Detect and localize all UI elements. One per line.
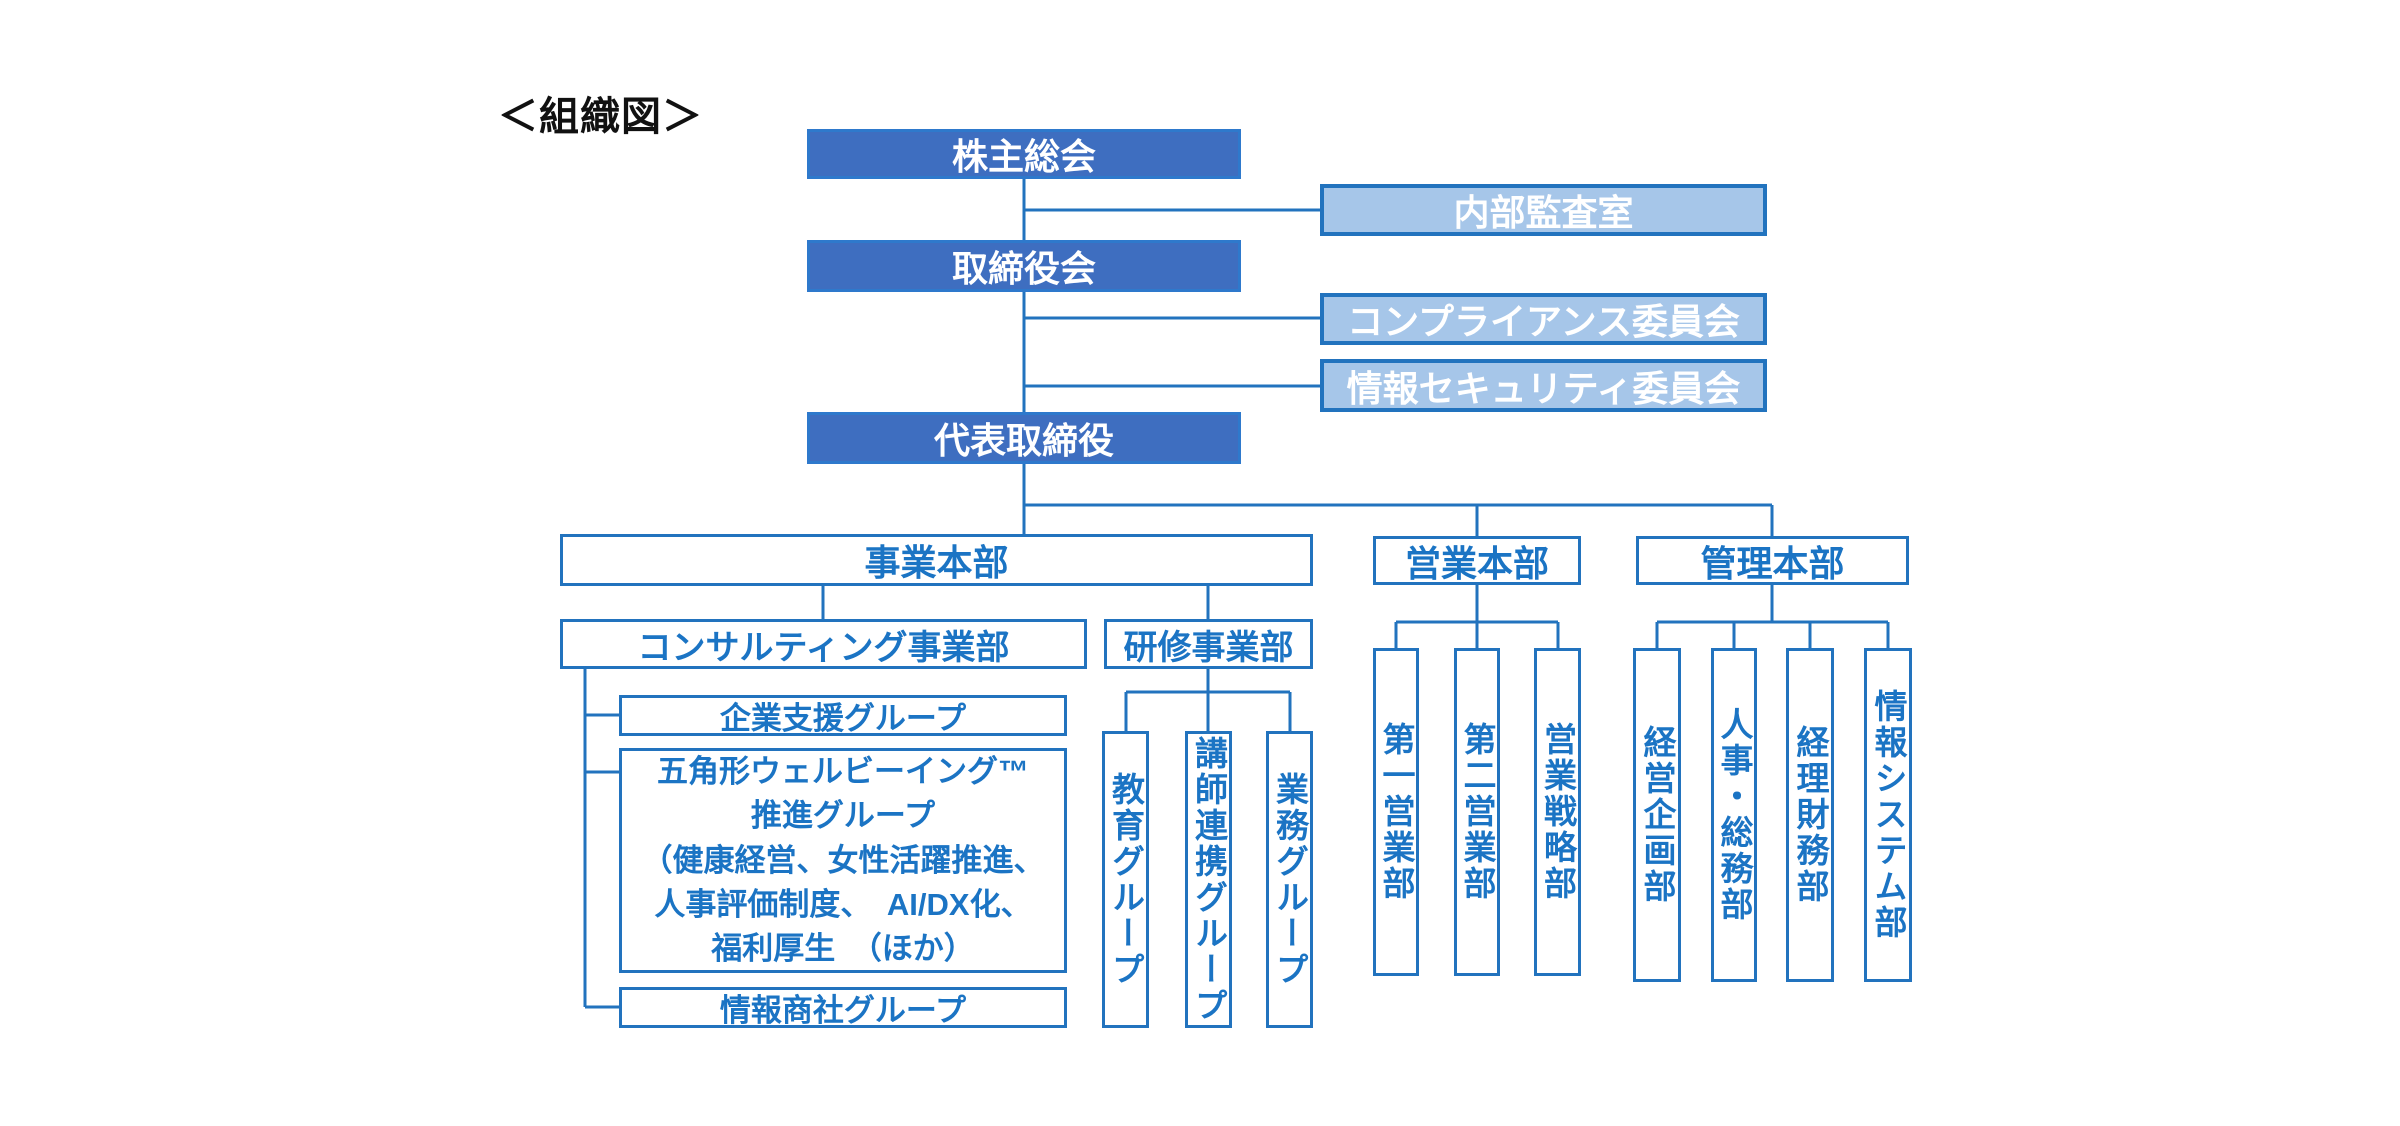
wellbeing-line-4: 人事評価制度、 AI/DX化、 [654,886,1032,922]
node-internal-audit-office: 内部監査室 [1320,184,1767,236]
node-accounting-finance-dept: 経理財務部 [1786,648,1834,982]
wellbeing-line-5: 福利厚生 （ほか） [711,930,975,966]
node-sales-hq: 営業本部 [1373,536,1581,585]
node-sales-dept-2: 第二営業部 [1454,648,1500,976]
node-corporate-planning-dept: 経営企画部 [1633,648,1681,982]
node-shareholders-meeting: 株主総会 [807,129,1241,179]
node-corporate-support-group: 企業支援グループ [619,695,1067,736]
page-title: ＜組織図＞ [498,95,703,139]
node-education-group: 教育グループ [1102,731,1149,1028]
node-representative-director: 代表取締役 [807,412,1241,464]
node-wellbeing-promotion-group: 五角形ウェルビーイング™ 推進グループ （健康経営、女性活躍推進、 人事評価制度… [619,748,1067,973]
wellbeing-line-3: （健康経営、女性活躍推進、 [641,842,1045,878]
node-admin-hq: 管理本部 [1636,536,1909,585]
node-operations-group: 業務グループ [1266,731,1313,1028]
node-business-hq: 事業本部 [560,534,1313,586]
node-instructor-liaison-group: 講師連携グループ [1185,731,1232,1028]
wellbeing-line-2: 推進グループ [750,798,936,834]
node-sales-strategy-dept: 営業戦略部 [1534,648,1581,976]
wellbeing-line-1: 五角形ウェルビーイング™ [657,754,1029,790]
node-consulting-division: コンサルティング事業部 [560,619,1087,669]
node-training-division: 研修事業部 [1104,619,1313,669]
node-info-trading-group: 情報商社グループ [619,987,1067,1028]
node-hr-general-affairs-dept: 人事・総務部 [1711,648,1757,982]
node-sales-dept-1: 第一営業部 [1373,648,1419,976]
node-board-of-directors: 取締役会 [807,240,1241,292]
node-compliance-committee: コンプライアンス委員会 [1320,293,1767,345]
node-infosec-committee: 情報セキュリティ委員会 [1320,359,1767,412]
node-info-systems-dept: 情報システム部 [1864,648,1912,982]
